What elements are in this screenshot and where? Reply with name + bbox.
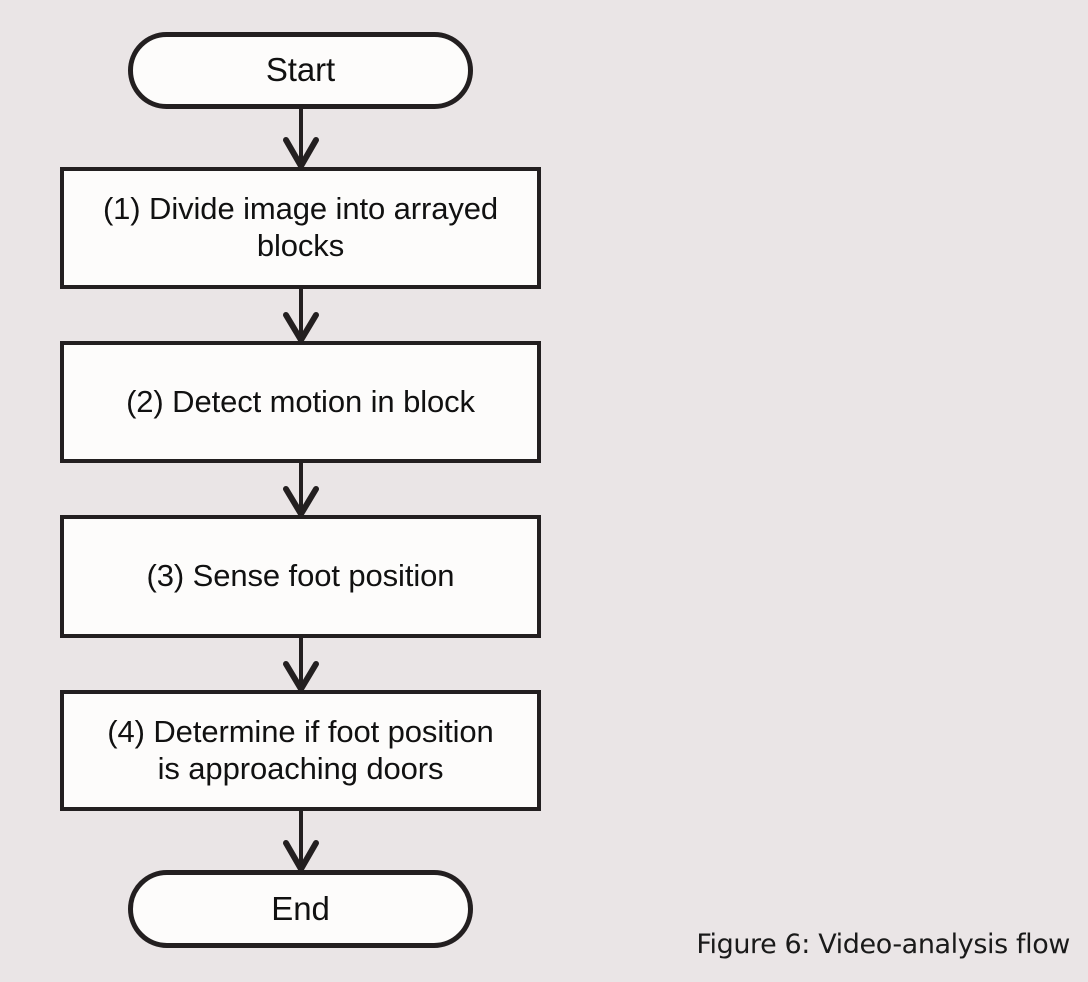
flow-node-step3-label: (3) Sense foot position: [146, 558, 455, 594]
flow-node-step1-label: (1) Divide image into arrayed blocks: [102, 191, 499, 263]
flow-node-step2-label: (2) Detect motion in block: [126, 383, 475, 419]
flow-node-step4: (4) Determine if foot position is approa…: [60, 690, 541, 811]
flow-node-end: End: [128, 870, 473, 948]
flow-node-start-label: Start: [265, 51, 336, 89]
flow-node-step4-label: (4) Determine if foot position is approa…: [107, 713, 494, 786]
flow-node-step3: (3) Sense foot position: [60, 515, 541, 638]
edge-step2-to-step3: [283, 463, 319, 517]
flow-node-step1: (1) Divide image into arrayed blocks: [60, 167, 541, 289]
figure-caption: Figure 6: Video-analysis flow: [696, 929, 1070, 960]
flow-node-step2: (2) Detect motion in block: [60, 341, 541, 463]
edge-step3-to-step4: [283, 638, 319, 692]
edge-start-to-step1: [283, 109, 319, 169]
edge-step1-to-step2: [283, 289, 319, 343]
flow-node-start: Start: [128, 32, 473, 109]
edge-step4-to-end: [283, 811, 319, 872]
flow-node-end-label: End: [271, 889, 330, 927]
